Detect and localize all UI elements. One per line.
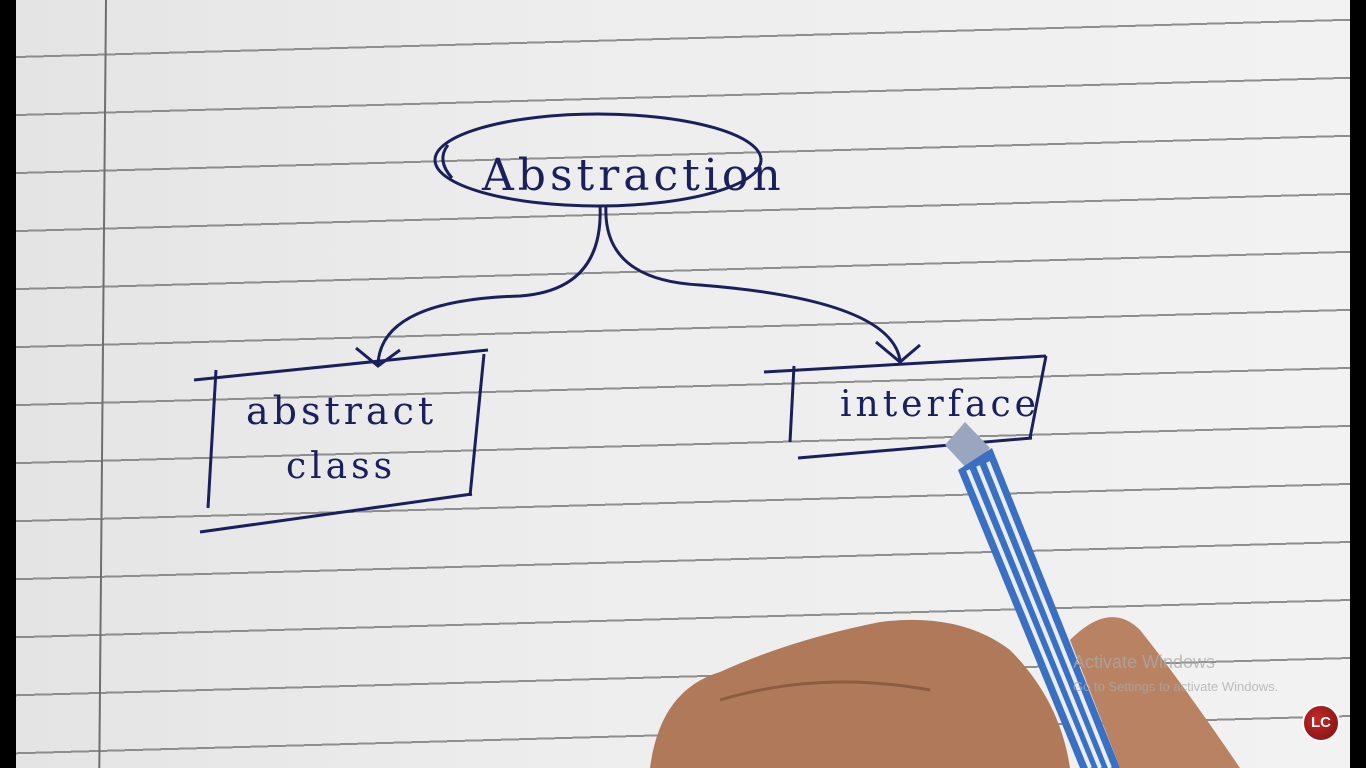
activate-windows-watermark: Activate Windows Go to Settings to activ… xyxy=(1073,652,1278,694)
connector-left xyxy=(376,204,602,366)
channel-logo: LC xyxy=(1302,704,1340,742)
root-label: Abstraction xyxy=(481,150,785,201)
interface-box: interface xyxy=(763,354,1048,460)
watermark-subtitle: Go to Settings to activate Windows. xyxy=(1073,679,1279,694)
watermark-title: Activate Windows xyxy=(1073,652,1216,672)
class-label: class xyxy=(286,446,396,487)
arrow-left-icon xyxy=(355,346,401,368)
arrow-right-icon xyxy=(875,340,921,364)
interface-label: interface xyxy=(840,384,1040,425)
connector-right xyxy=(604,204,902,361)
abstract-label: abstract xyxy=(246,389,437,433)
pen xyxy=(945,422,1120,768)
abstract-class-box: abstract class xyxy=(193,348,489,534)
notebook-paper xyxy=(16,0,1350,768)
hand xyxy=(650,617,1240,768)
root-ellipse xyxy=(433,112,763,208)
